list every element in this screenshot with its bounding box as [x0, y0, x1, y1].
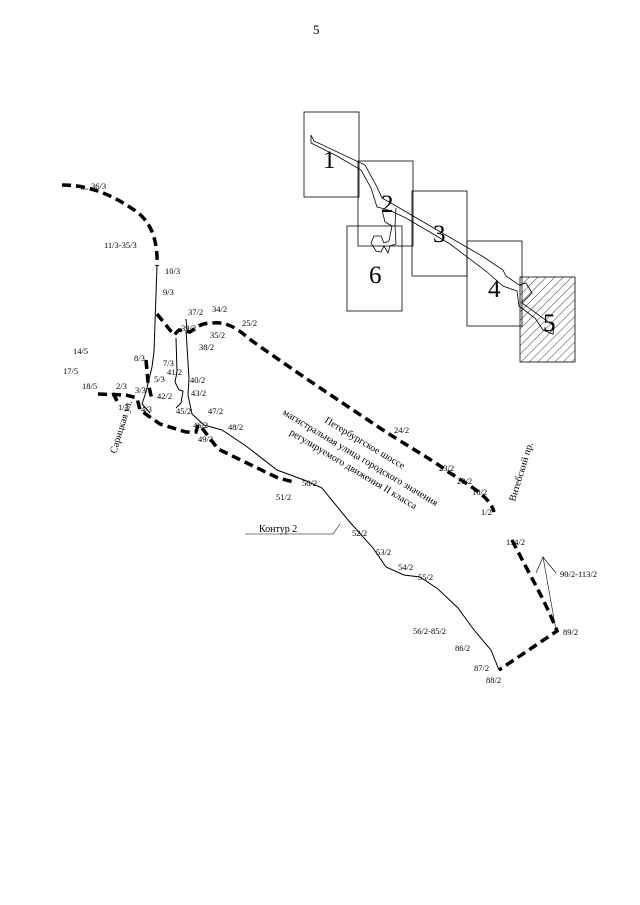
point-label: 7/3	[163, 358, 174, 368]
main-map	[61, 183, 560, 672]
point-label: 49/2	[198, 434, 213, 444]
point-label: 87/2	[474, 663, 489, 673]
point-label: 4/3	[141, 404, 152, 414]
point-label: 50/2	[302, 478, 317, 488]
index-sheet-5	[519, 276, 576, 363]
point-label: 36/3	[91, 181, 106, 191]
point-label: 52/2	[352, 528, 367, 538]
page-number: 5	[313, 22, 320, 37]
point-label: 41/2	[167, 367, 182, 377]
point-label: 20/2	[457, 476, 472, 486]
point-label: 24/2	[394, 425, 409, 435]
point-label: 47/2	[208, 406, 223, 416]
boundary-solid	[141, 265, 500, 671]
point-label: 35/2	[210, 330, 225, 340]
point-label: 39/2	[181, 323, 196, 333]
point-label: 46/2	[193, 420, 208, 430]
point-label: 38/2	[199, 342, 214, 352]
point-label: 88/2	[486, 675, 501, 685]
road-name-line2: магистральная улица городского значения	[280, 407, 440, 509]
index-label-3: 3	[433, 221, 446, 248]
leader-lines	[81, 188, 557, 631]
index-label-5: 5	[543, 310, 556, 337]
index-road-outline	[310, 134, 555, 335]
point-label: 1/3	[118, 402, 129, 412]
point-label: 45/2	[176, 406, 191, 416]
point-label: 90/2-113/2	[560, 569, 597, 579]
point-label: 40/2	[190, 375, 205, 385]
point-label: 23/2	[439, 463, 454, 473]
point-label: 114/2	[506, 537, 525, 547]
point-label: 1/2	[481, 507, 492, 517]
index-sheet-2	[357, 160, 414, 247]
point-label: 48/2	[228, 422, 243, 432]
point-label: 86/2	[455, 643, 470, 653]
point-label: 10/3	[165, 266, 180, 276]
point-label: 8/3	[134, 353, 145, 363]
index-area-6-outline	[370, 207, 397, 255]
point-label: 89/2	[563, 627, 578, 637]
point-label: 53/2	[376, 547, 391, 557]
point-label: 2/3	[116, 381, 127, 391]
point-label: 54/2	[398, 562, 413, 572]
point-label: 10/2	[472, 487, 487, 497]
index-map: 1 2 3 4 5 6	[303, 111, 576, 363]
point-label: 14/5	[73, 346, 88, 356]
contour-label: Контур 2	[259, 524, 297, 535]
point-label: 3/3	[135, 385, 146, 395]
point-label: 56/2-85/2	[413, 626, 446, 636]
boundary-dashed	[61, 183, 560, 672]
point-label: 42/2	[157, 391, 172, 401]
point-label: 5/3	[154, 374, 165, 384]
index-sheet-3	[411, 190, 468, 277]
index-label-2: 2	[381, 191, 394, 218]
point-labels: 36/3 11/3-35/3 10/3 9/3 37/2 34/2 25/2 3…	[63, 181, 597, 685]
point-label: 25/2	[242, 318, 257, 328]
point-label: 43/2	[191, 388, 206, 398]
point-label: 11/3-35/3	[104, 240, 137, 250]
point-label: 51/2	[276, 492, 291, 502]
index-sheet-1	[303, 111, 360, 198]
index-label-4: 4	[488, 276, 501, 303]
point-label: 9/3	[163, 287, 174, 297]
point-label: 17/5	[63, 366, 78, 376]
street-label-vitebsky: Витебский пр.	[507, 441, 535, 503]
point-label: 34/2	[212, 304, 227, 314]
point-label: 37/2	[188, 307, 203, 317]
point-label: 18/5	[82, 381, 97, 391]
index-label-1: 1	[323, 147, 336, 174]
index-label-6: 6	[369, 262, 382, 289]
index-sheet-6	[346, 225, 403, 312]
point-label: 55/2	[418, 572, 433, 582]
